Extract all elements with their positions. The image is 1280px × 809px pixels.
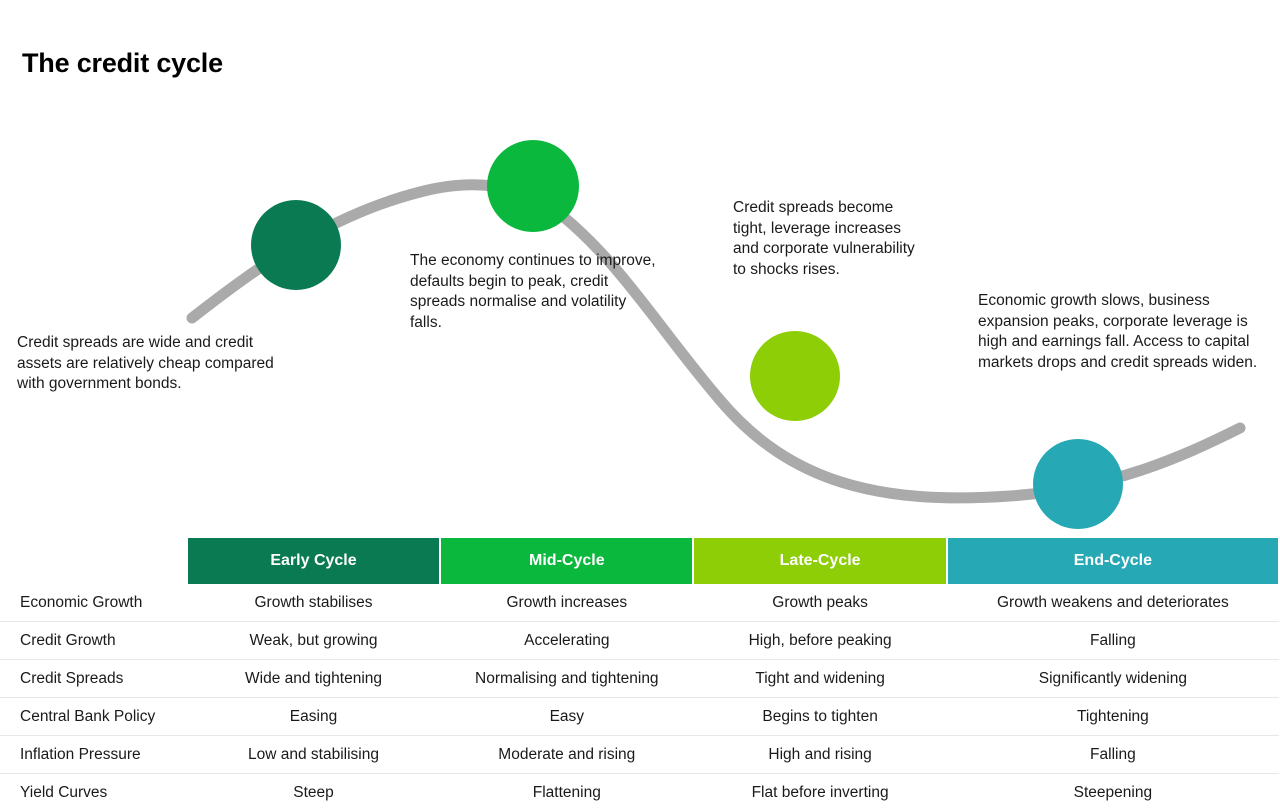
cell-credit-spreads-early: Wide and tightening bbox=[186, 659, 441, 698]
cell-central-bank-policy-mid: Easy bbox=[440, 697, 694, 736]
page-title: The credit cycle bbox=[22, 48, 223, 78]
cell-economic-growth-early: Growth stabilises bbox=[254, 593, 373, 611]
cell-inflation-pressure-early: Low and stabilising bbox=[186, 735, 441, 774]
table-header-end-cycle[interactable]: End-Cycle bbox=[945, 538, 1280, 584]
table-row: Credit Growth Weak, but growing Accelera… bbox=[0, 621, 1279, 660]
row-label-inflation-pressure: Inflation Pressure bbox=[0, 735, 187, 774]
cell-economic-growth-late: Growth peaks bbox=[772, 593, 868, 611]
cell-inflation-pressure-mid: Moderate and rising bbox=[440, 735, 694, 774]
cell-economic-growth-end: Growth weakens and deteriorates bbox=[996, 593, 1229, 611]
table-row: Inflation Pressure Low and stabilising M… bbox=[0, 735, 1279, 774]
cell-yield-curves-end: Steepening bbox=[946, 773, 1279, 809]
cell-yield-curves-late: Flat before inverting bbox=[693, 773, 947, 809]
table-header-late-cycle[interactable]: Late-Cycle bbox=[692, 538, 948, 584]
table-row: Credit Spreads Wide and tightening Norma… bbox=[0, 659, 1279, 698]
annotation-early-cycle: Credit spreads are wide and credit asset… bbox=[17, 334, 274, 392]
row-label-yield-curves: Yield Curves bbox=[0, 773, 187, 809]
table-row: Central Bank Policy Easing Easy Begins t… bbox=[0, 697, 1279, 736]
table-header-blank bbox=[0, 538, 187, 584]
cell-credit-spreads-mid: Normalising and tightening bbox=[440, 659, 694, 698]
cell-credit-growth-early: Weak, but growing bbox=[186, 621, 441, 660]
cell-central-bank-policy-late: Begins to tighten bbox=[693, 697, 947, 736]
cell-inflation-pressure-end: Falling bbox=[946, 735, 1279, 774]
phase-bubble-early-cycle[interactable] bbox=[251, 200, 341, 290]
table-header-row: Early Cycle Mid-Cycle Late-Cycle End-Cyc… bbox=[0, 538, 1280, 584]
cell-central-bank-policy-end: Tightening bbox=[946, 697, 1279, 736]
table-header-mid-cycle[interactable]: Mid-Cycle bbox=[439, 538, 695, 584]
table-row: Yield Curves Steep Flattening Flat befor… bbox=[0, 773, 1279, 809]
cycle-diagram: Credit spreads are wide and credit asset… bbox=[17, 140, 1258, 529]
cell-central-bank-policy-early: Easing bbox=[186, 697, 441, 736]
cell-credit-spreads-end: Significantly widening bbox=[946, 659, 1279, 698]
table-header: Early Cycle Mid-Cycle Late-Cycle End-Cyc… bbox=[0, 538, 1280, 584]
cell-inflation-pressure-late: High and rising bbox=[693, 735, 947, 774]
phase-bubble-end-cycle[interactable] bbox=[1033, 439, 1123, 529]
cell-credit-spreads-late: Tight and widening bbox=[693, 659, 947, 698]
phase-bubble-mid-cycle[interactable] bbox=[487, 140, 579, 232]
table-body: Economic Growth Growth stabilises Growth… bbox=[0, 584, 1279, 809]
annotation-mid-cycle: The economy continues to improve, defaul… bbox=[410, 252, 656, 331]
row-label-economic-growth: Economic Growth bbox=[20, 594, 143, 611]
row-label-central-bank-policy: Central Bank Policy bbox=[0, 697, 187, 736]
row-label-credit-spreads: Credit Spreads bbox=[0, 659, 187, 698]
annotation-late-cycle: Credit spreads become tight, leverage in… bbox=[733, 199, 915, 278]
cell-credit-growth-late: High, before peaking bbox=[693, 621, 947, 660]
annotation-end-cycle: Economic growth slows, business expansio… bbox=[978, 292, 1258, 371]
cell-credit-growth-end: Falling bbox=[946, 621, 1279, 660]
table-header-early-cycle[interactable]: Early Cycle bbox=[185, 538, 442, 584]
cell-credit-growth-mid: Accelerating bbox=[440, 621, 694, 660]
table-row: Economic Growth Growth stabilises Growth… bbox=[0, 584, 1279, 622]
cell-yield-curves-mid: Flattening bbox=[440, 773, 694, 809]
credit-cycle-table: Early Cycle Mid-Cycle Late-Cycle End-Cyc… bbox=[0, 538, 1280, 809]
cycle-curve-svg bbox=[186, 140, 1246, 529]
cell-economic-growth-mid: Growth increases bbox=[506, 593, 628, 611]
phase-bubble-late-cycle[interactable] bbox=[750, 331, 840, 421]
row-label-credit-growth: Credit Growth bbox=[0, 621, 187, 660]
cell-yield-curves-early: Steep bbox=[186, 773, 441, 809]
